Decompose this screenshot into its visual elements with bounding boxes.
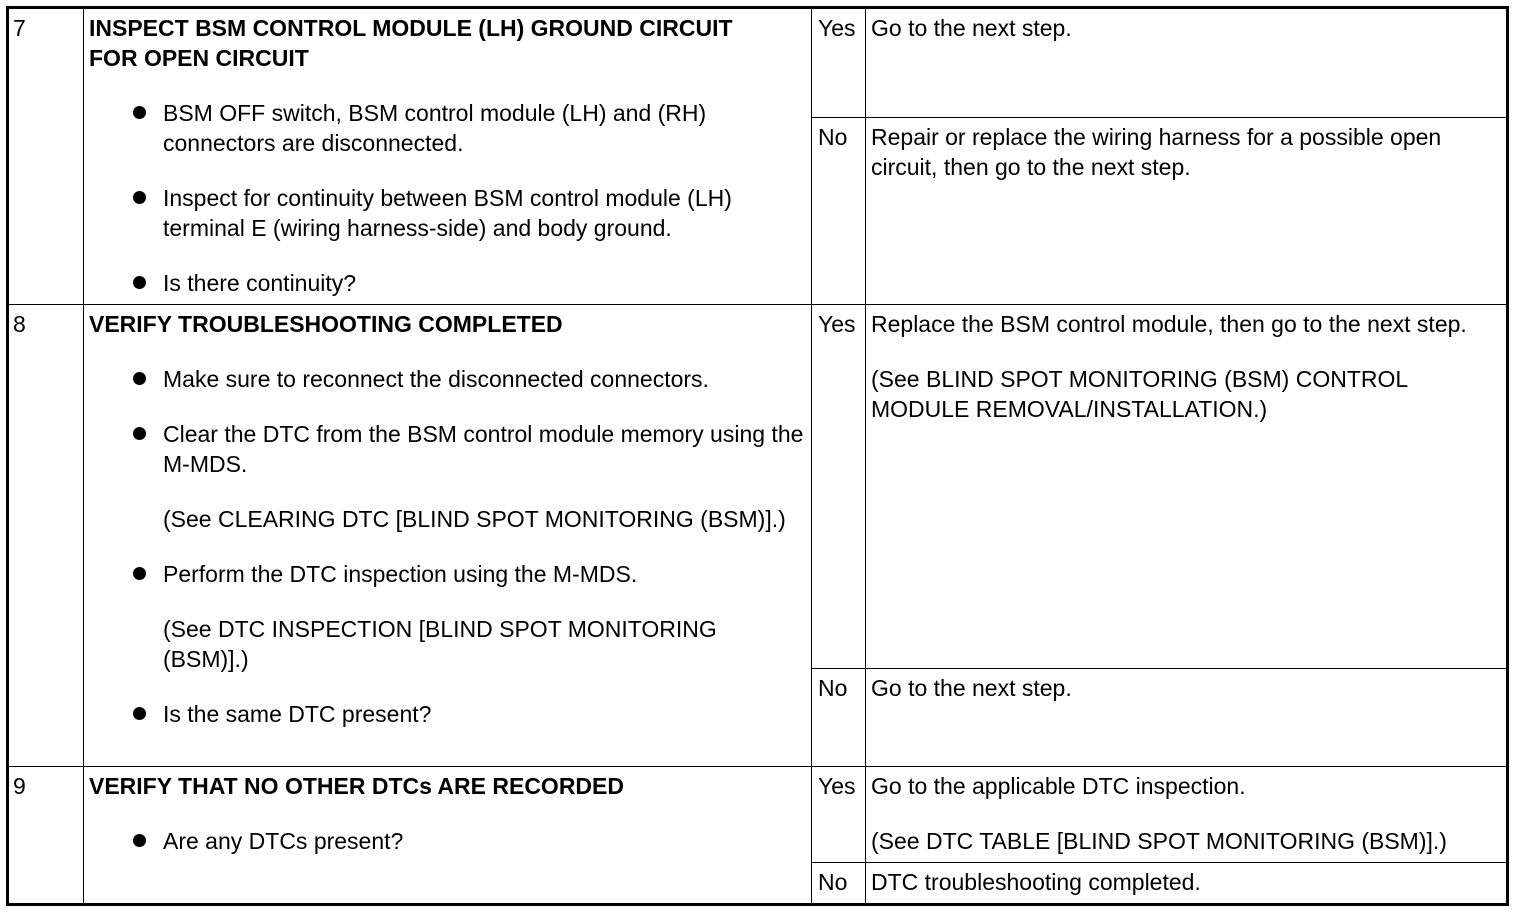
no-result: DTC troubleshooting completed.	[865, 862, 1508, 905]
no-label: No	[811, 862, 866, 905]
list-item: Is the same DTC present?	[133, 699, 806, 729]
step-number: 9	[7, 766, 84, 905]
step-title: VERIFY TROUBLESHOOTING COMPLETED	[89, 311, 563, 337]
reference-note: (See BLIND SPOT MONITORING (BSM) CONTROL…	[871, 366, 1408, 422]
list-item: Are any DTCs present?	[133, 826, 806, 856]
step-title: INSPECT BSM CONTROL MODULE (LH) GROUND C…	[89, 15, 733, 71]
no-result: Repair or replace the wiring harness for…	[865, 117, 1508, 305]
step-9-row-yes: 9 VERIFY THAT NO OTHER DTCs ARE RECORDED…	[7, 766, 1508, 905]
list-item: Clear the DTC from the BSM control modul…	[133, 419, 806, 534]
yes-result: Replace the BSM control module, then go …	[865, 304, 1508, 669]
yes-result: Go to the applicable DTC inspection. (Se…	[865, 766, 1508, 863]
step-number: 8	[7, 304, 84, 767]
step-8-row-yes: 8 VERIFY TROUBLESHOOTING COMPLETED Make …	[7, 304, 1508, 767]
step-number: 7	[7, 7, 84, 305]
yes-label: Yes	[811, 766, 866, 863]
step-7-inspection: INSPECT BSM CONTROL MODULE (LH) GROUND C…	[83, 7, 812, 305]
reference-note: (See DTC TABLE [BLIND SPOT MONITORING (B…	[871, 828, 1447, 854]
list-item: Inspect for continuity between BSM contr…	[133, 183, 806, 243]
list-item: Is there continuity?	[133, 268, 806, 298]
reference-note: (See CLEARING DTC [BLIND SPOT MONITORING…	[163, 506, 786, 532]
troubleshooting-table: 7 INSPECT BSM CONTROL MODULE (LH) GROUND…	[6, 6, 1509, 906]
step-9-inspection: VERIFY THAT NO OTHER DTCs ARE RECORDED A…	[83, 766, 812, 905]
step-8-inspection: VERIFY TROUBLESHOOTING COMPLETED Make su…	[83, 304, 812, 767]
yes-label: Yes	[811, 304, 866, 669]
yes-label: Yes	[811, 7, 866, 118]
list-item: Make sure to reconnect the disconnected …	[133, 364, 806, 394]
list-item: Perform the DTC inspection using the M-M…	[133, 559, 806, 674]
list-item: BSM OFF switch, BSM control module (LH) …	[133, 98, 806, 158]
no-label: No	[811, 117, 866, 305]
reference-note: (See DTC INSPECTION [BLIND SPOT MONITORI…	[163, 616, 717, 672]
bullet-list: Make sure to reconnect the disconnected …	[89, 364, 806, 729]
step-9-row-no: No DTC troubleshooting completed.	[8, 862, 1508, 905]
step-8-row-no: No Go to the next step.	[8, 668, 1508, 767]
step-7-row-yes: 7 INSPECT BSM CONTROL MODULE (LH) GROUND…	[7, 7, 1508, 305]
no-label: No	[811, 668, 866, 767]
step-7-row-no: No Repair or replace the wiring harness …	[8, 117, 1508, 305]
yes-result: Go to the next step.	[865, 7, 1508, 118]
bullet-list: BSM OFF switch, BSM control module (LH) …	[89, 98, 806, 298]
step-title: VERIFY THAT NO OTHER DTCs ARE RECORDED	[89, 773, 624, 799]
no-result: Go to the next step.	[865, 668, 1508, 767]
bullet-list: Are any DTCs present?	[89, 826, 806, 856]
